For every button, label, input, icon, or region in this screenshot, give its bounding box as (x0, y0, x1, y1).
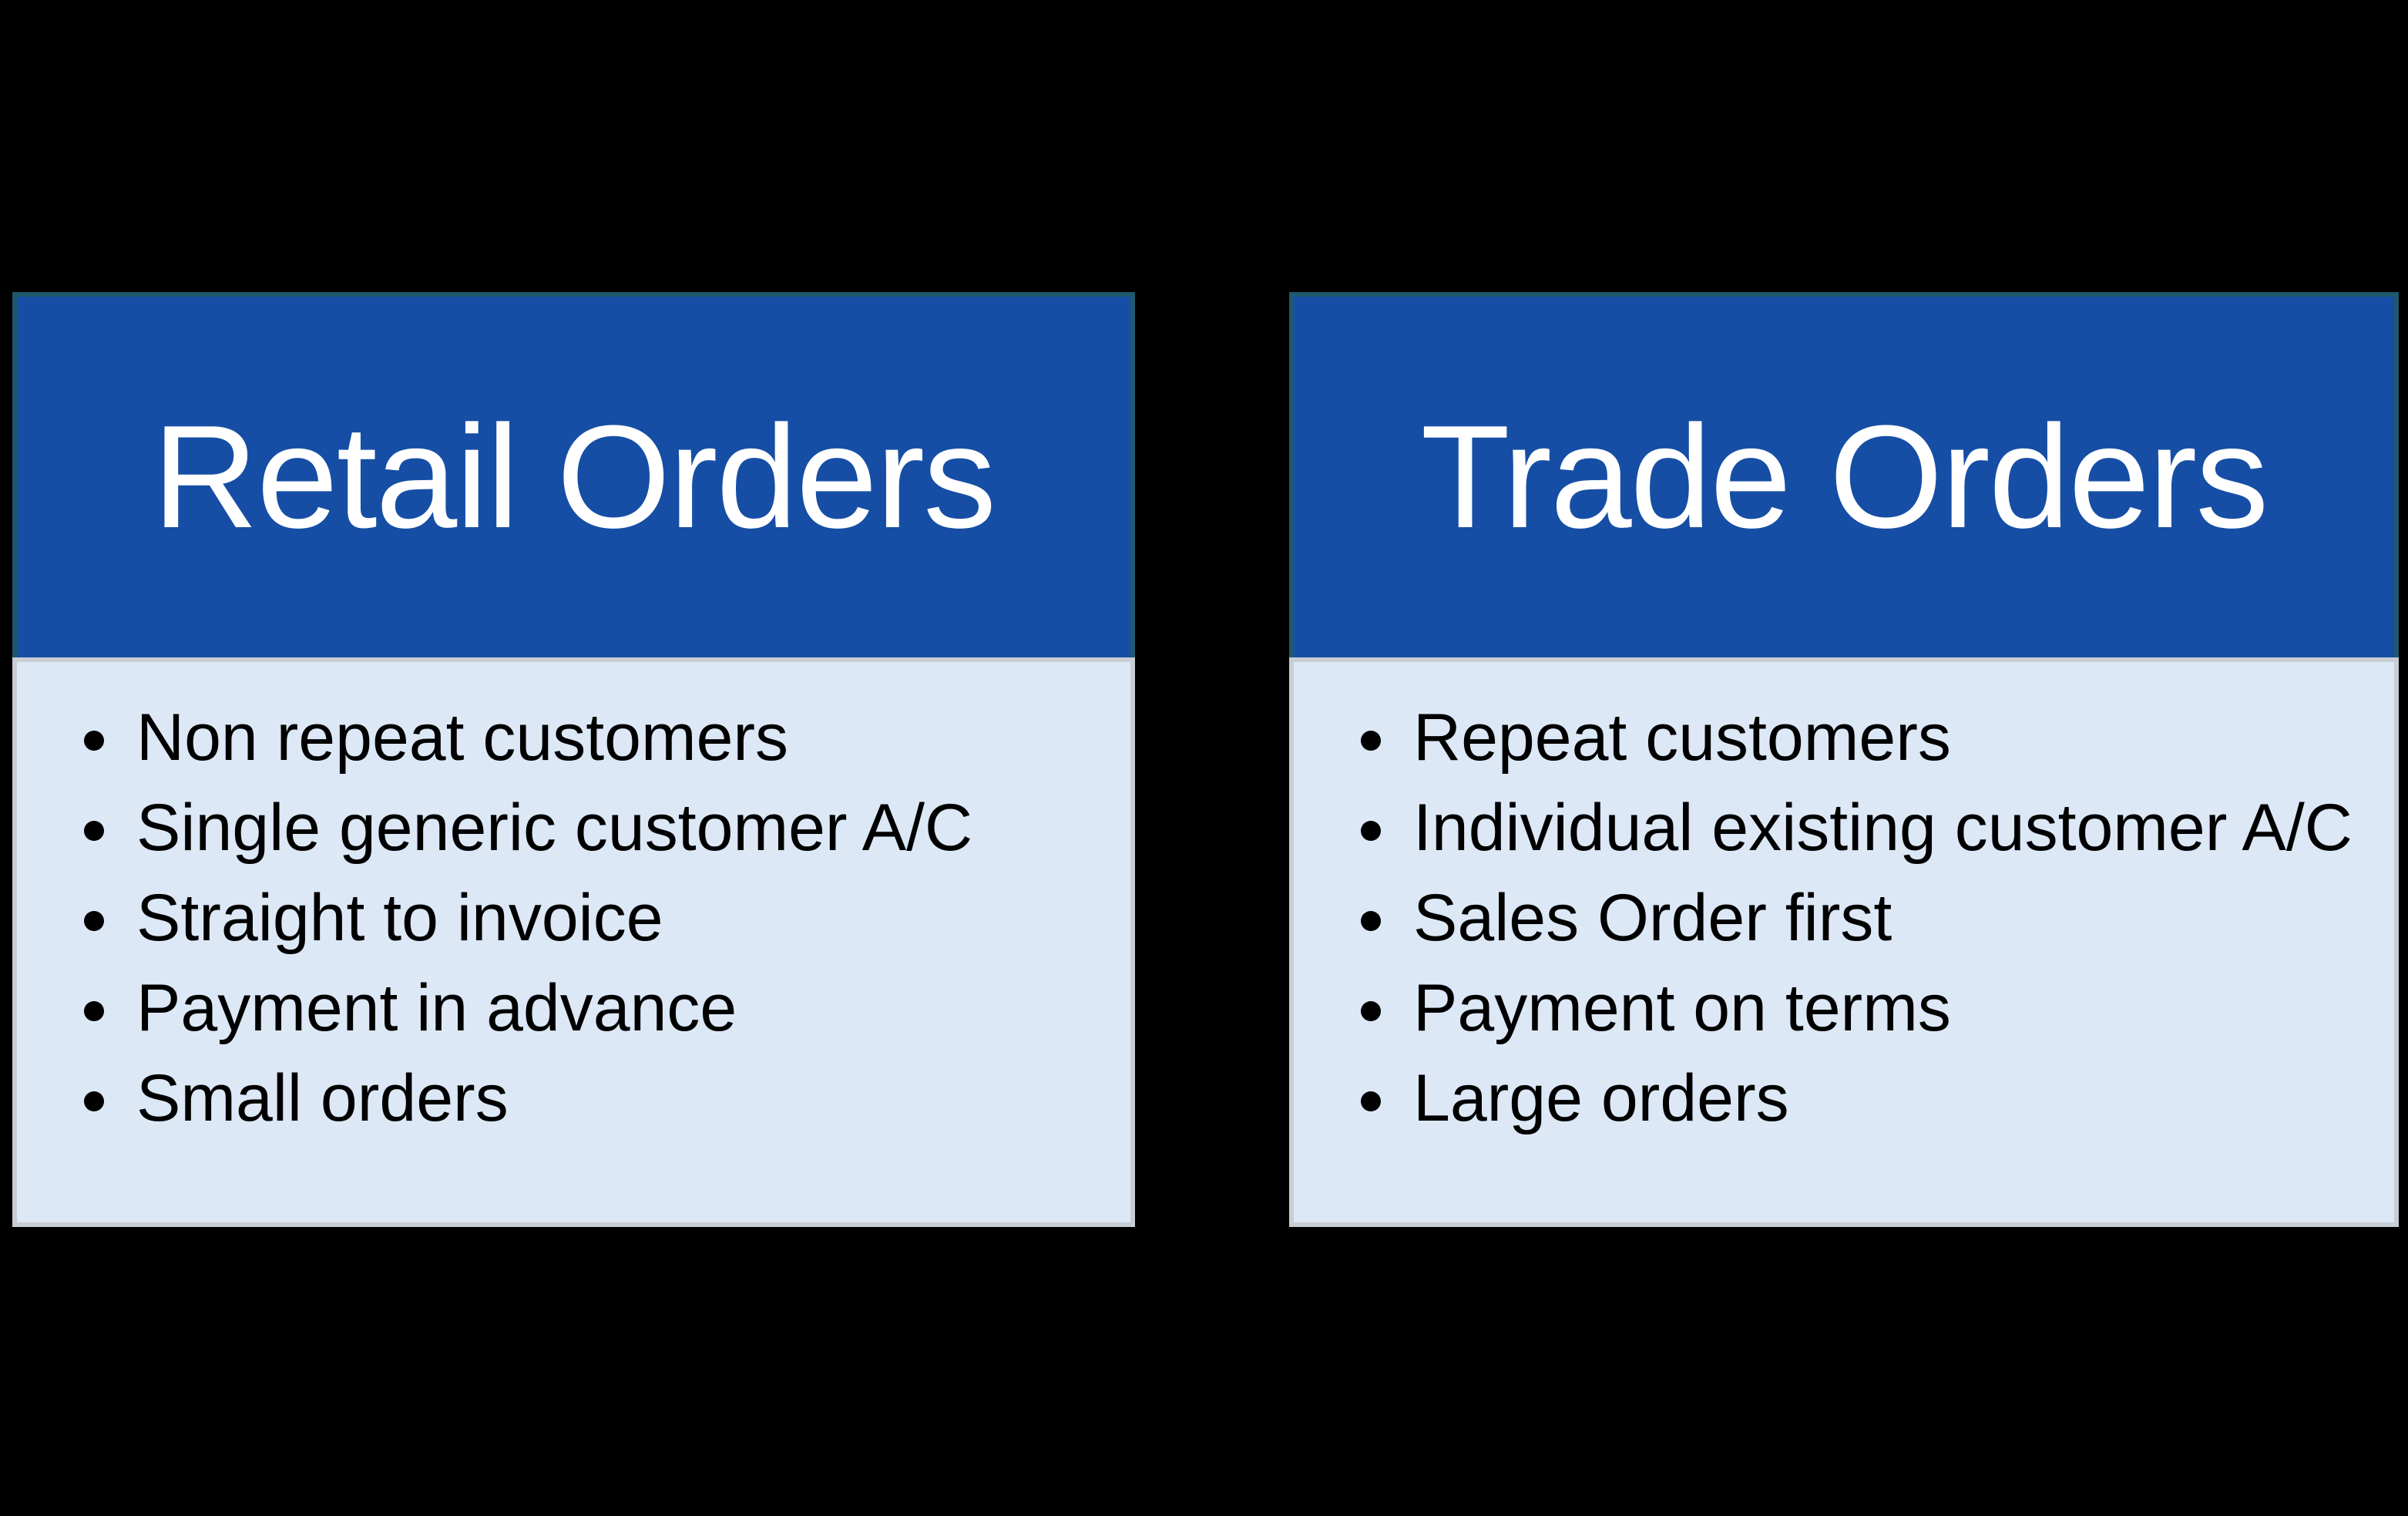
bullet-item: Payment on terms (1406, 963, 2371, 1054)
trade-orders-card: Trade Orders Repeat customersIndividual … (1289, 292, 2399, 1227)
retail-orders-card: Retail Orders Non repeat customersSingle… (12, 292, 1135, 1227)
bullet-item: Large orders (1406, 1054, 2371, 1144)
bullet-item: Individual existing customer A/C (1406, 783, 2371, 873)
bullet-item: Payment in advance (129, 963, 1107, 1054)
bullet-item: Non repeat customers (129, 693, 1107, 783)
trade-orders-header: Trade Orders (1289, 292, 2399, 657)
bullet-item: Straight to invoice (129, 873, 1107, 963)
bullet-item: Sales Order first (1406, 873, 2371, 963)
retail-orders-header: Retail Orders (12, 292, 1135, 657)
retail-orders-bullet-list: Non repeat customersSingle generic custo… (17, 693, 1107, 1144)
bullet-item: Repeat customers (1406, 693, 2371, 783)
bullet-item: Single generic customer A/C (129, 783, 1107, 873)
trade-orders-body: Repeat customersIndividual existing cust… (1289, 657, 2399, 1227)
trade-orders-bullet-list: Repeat customersIndividual existing cust… (1294, 693, 2371, 1144)
trade-orders-title: Trade Orders (1420, 395, 2269, 559)
bullet-item: Small orders (129, 1054, 1107, 1144)
retail-orders-body: Non repeat customersSingle generic custo… (12, 657, 1135, 1227)
retail-orders-title: Retail Orders (152, 395, 996, 559)
